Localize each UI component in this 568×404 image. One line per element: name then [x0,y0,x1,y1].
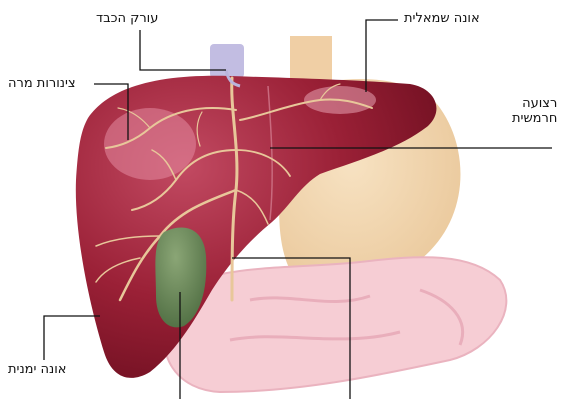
liver-highlight [104,108,196,180]
label-falciform-line1: רצועה [512,96,557,111]
label-falciform-ligament: רצועה חרמשית [512,96,557,126]
label-bile-ducts: צינורות מרה [8,76,76,91]
label-right-lobe: אונה ימנית [8,362,66,377]
label-left-lobe: אונה שמאלית [404,11,480,26]
label-falciform-line2: חרמשית [512,111,557,126]
label-hepatic-artery: עורק הכבד [96,11,158,26]
leader-line-right-lobe [44,316,100,360]
